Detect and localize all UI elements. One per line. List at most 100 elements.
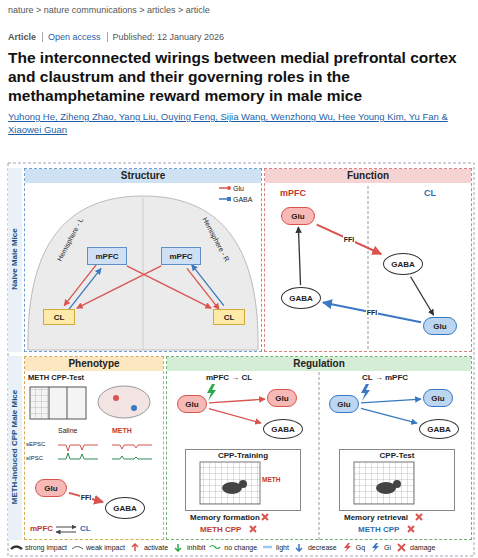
projection-arrow xyxy=(56,527,76,528)
meta-item: Article xyxy=(8,32,36,42)
connector xyxy=(64,265,96,306)
node-text: GABA xyxy=(427,425,451,434)
legend-item: light xyxy=(261,543,289,552)
drawing-g xyxy=(132,544,138,551)
legend-sample xyxy=(395,543,409,552)
gaba-neuron: GABA xyxy=(419,419,459,439)
drawing-ellipse xyxy=(222,482,242,494)
drawing-line xyxy=(219,187,227,189)
legend-sample xyxy=(261,543,275,552)
connector xyxy=(411,277,434,316)
drawing-path xyxy=(262,514,268,520)
drawing-circle xyxy=(227,186,231,190)
connector xyxy=(192,265,224,306)
legend-item: Glu xyxy=(218,184,244,193)
legend-item: strong impact xyxy=(10,543,67,552)
cpp-grid xyxy=(200,462,414,504)
node-text: GABA xyxy=(289,294,313,303)
article-meta: Article Open access Published: 12 January … xyxy=(8,32,224,42)
connector xyxy=(361,399,421,403)
mouse xyxy=(222,480,401,494)
gi-bolt xyxy=(361,384,370,401)
glu-neuron: Glu xyxy=(177,395,207,413)
drawing-polygon xyxy=(344,543,351,552)
connector xyxy=(127,266,211,308)
drawing-circle xyxy=(239,480,247,488)
drawing-rect xyxy=(227,197,231,201)
edge-label: FFI xyxy=(366,308,379,317)
divider xyxy=(368,186,369,350)
drawing-rect xyxy=(31,388,48,418)
text-label: Saline xyxy=(58,426,77,435)
legend-text: activate xyxy=(144,544,168,551)
text-label: CL → mPFC xyxy=(362,373,408,383)
drawing-g xyxy=(219,186,231,190)
drawing-ellipse xyxy=(376,482,396,494)
text-label: sIPSC xyxy=(26,454,43,462)
connector xyxy=(187,268,219,309)
meta-item: Published: 12 January 2026 xyxy=(107,32,225,42)
drawing-g xyxy=(296,544,302,551)
brain-slice xyxy=(98,386,150,418)
article-title: The interconnected wirings between media… xyxy=(8,48,472,105)
text-label: mPFC xyxy=(280,188,306,199)
legend-item: inhibit xyxy=(172,543,205,552)
legend-item: Gq xyxy=(341,543,365,552)
glu-neuron: Glu xyxy=(423,317,457,335)
text-label: Hemisphere - L xyxy=(51,209,89,270)
drawing-path xyxy=(72,547,83,550)
drawing-path xyxy=(112,456,152,459)
drawing-rect xyxy=(30,387,86,419)
legend-text: light xyxy=(276,544,289,551)
drawing-g xyxy=(72,547,83,550)
connector xyxy=(361,408,417,423)
drawing-path xyxy=(398,544,405,551)
legend-text: GABA xyxy=(233,196,252,203)
meta-item: Open access xyxy=(42,32,101,42)
legend-text: damage xyxy=(410,544,435,551)
figure-frame xyxy=(8,163,474,556)
drawing-g xyxy=(219,197,231,201)
legend-text: no change xyxy=(224,544,257,551)
mpfc-region: mPFC xyxy=(161,247,201,265)
cpp-apparatus xyxy=(30,387,86,419)
drawing-g xyxy=(344,543,351,552)
legend-item: Gi xyxy=(369,543,391,552)
text-label: Naive Male Mice xyxy=(10,167,20,351)
projection-arrow xyxy=(56,532,76,533)
drawing-path xyxy=(58,453,98,459)
drawing-circle xyxy=(131,405,137,411)
node-text: CPP-Training xyxy=(186,451,300,460)
legend-sample xyxy=(341,543,355,552)
drawing-circle xyxy=(113,395,119,401)
drawing-path xyxy=(263,546,272,549)
node-text: CL xyxy=(54,313,65,322)
legend-sample xyxy=(129,543,143,552)
drawing-circle xyxy=(393,480,401,488)
legend-sample xyxy=(10,543,24,552)
text-label: CL xyxy=(424,188,436,199)
connector xyxy=(209,409,261,423)
connector xyxy=(298,227,300,285)
node-text: Glu xyxy=(431,394,444,403)
glu-neuron: Glu xyxy=(267,389,297,407)
drawing-line xyxy=(219,198,227,200)
drawing-path xyxy=(210,546,220,549)
node-text: GABA xyxy=(391,260,415,269)
legend-sample xyxy=(293,543,307,552)
drawing-line xyxy=(49,387,50,419)
glu-neuron: Glu xyxy=(329,395,359,413)
drawing-path xyxy=(250,526,256,532)
gaba-neuron: GABA xyxy=(105,497,145,519)
connector xyxy=(323,302,421,322)
glu-neuron: Glu xyxy=(281,207,315,225)
drawing-path xyxy=(11,547,22,550)
text-label: METH CPP-Test xyxy=(28,373,84,383)
cpp-box: CPP-Training xyxy=(185,449,301,511)
node-text: GABA xyxy=(113,504,137,513)
glu-neuron: Glu xyxy=(423,389,453,407)
panel-heading: Phenotype xyxy=(25,357,163,371)
legend-item: decrease xyxy=(293,543,337,552)
